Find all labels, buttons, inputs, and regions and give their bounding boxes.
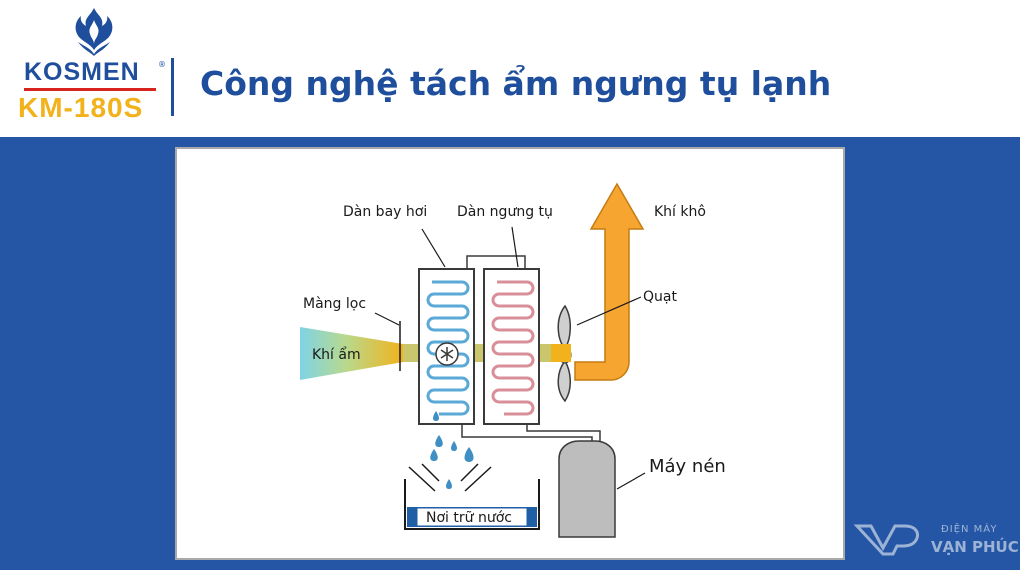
vp-logo-icon	[853, 524, 919, 556]
trademark-mark: ®	[158, 60, 166, 69]
evaporator-label: Dàn bay hơi	[343, 204, 427, 220]
compressor-label: Máy nén	[649, 456, 726, 477]
fan-leader	[576, 296, 642, 326]
water-drops	[430, 411, 474, 489]
condenser-label: Dàn ngưng tụ	[457, 204, 553, 220]
header-divider	[171, 58, 174, 116]
dehumidifier-diagram: Dàn bay hơi Dàn ngưng tụ Khí khô Màng lọ…	[300, 182, 726, 538]
evaporator-leader	[421, 228, 446, 268]
header: KOSMEN ® KM-180S Công nghệ tách ẩm ngưng…	[0, 0, 1020, 137]
model-name: KM-180S	[18, 92, 144, 123]
brand-logo: KOSMEN ® KM-180S	[18, 6, 168, 126]
dry-air-label: Khí khô	[654, 204, 706, 220]
dry-air-arrow	[574, 182, 645, 381]
compressor-body	[558, 440, 616, 538]
watermark-line2: VẠN PHÚC	[931, 538, 1019, 556]
filter-leader	[374, 312, 400, 326]
fan-label: Quạt	[643, 289, 677, 305]
brand-name: KOSMEN	[24, 58, 140, 86]
condenser-leader	[511, 226, 519, 268]
airflow-to-fan	[551, 344, 571, 362]
evaporator-tubing	[426, 280, 470, 416]
water-tank	[404, 479, 540, 530]
refrigerant-pipe-top	[466, 255, 526, 269]
diagram-panel: Dàn bay hơi Dàn ngưng tụ Khí khô Màng lọ…	[175, 147, 845, 560]
compressor-leader	[616, 472, 646, 490]
watermark: ĐIỆN MÁY VẠN PHÚC	[853, 518, 1019, 563]
snowflake-glyph	[440, 347, 454, 361]
flame-emblem-icon	[75, 8, 113, 56]
filter-label: Màng lọc	[303, 296, 366, 312]
water-label-box	[416, 507, 528, 527]
humid-air-inlet	[300, 327, 403, 380]
drip-funnel	[408, 463, 492, 492]
condenser-tubing	[491, 280, 535, 416]
page-title: Công nghệ tách ẩm ngưng tụ lạnh	[200, 64, 832, 103]
brand-underline	[24, 88, 156, 91]
watermark-line1: ĐIỆN MÁY	[941, 524, 998, 535]
humid-air-label: Khí ẩm	[312, 346, 361, 363]
water-tank-label: Nơi trữ nước	[426, 510, 512, 526]
